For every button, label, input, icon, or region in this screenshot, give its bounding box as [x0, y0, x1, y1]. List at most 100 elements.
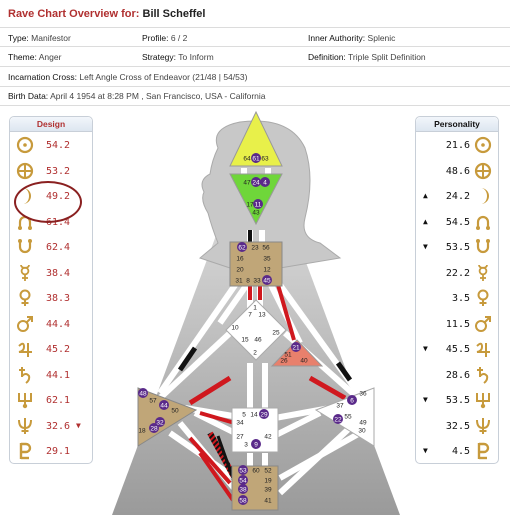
- svg-text:14: 14: [250, 412, 258, 419]
- gate-value: 21.6: [445, 140, 470, 151]
- svg-text:29: 29: [260, 412, 268, 419]
- svg-text:17: 17: [246, 202, 254, 209]
- gate-value: 38.4: [46, 267, 71, 279]
- up-arrow-icon: ▲: [423, 191, 428, 200]
- definition-field: Definition: Triple Split Definition: [308, 52, 426, 62]
- planet-row: 29.1: [10, 441, 92, 463]
- svg-text:25: 25: [272, 330, 280, 337]
- gate-24: 24: [251, 177, 261, 187]
- svg-text:42: 42: [264, 434, 272, 441]
- gate-value: 53.5: [445, 395, 470, 406]
- planet-row: 28.6: [416, 365, 498, 387]
- venus-icon: [16, 289, 34, 307]
- svg-text:11: 11: [255, 202, 262, 209]
- svg-text:32: 32: [156, 420, 164, 427]
- gate-19: 19: [264, 478, 272, 485]
- gate-39: 39: [264, 487, 272, 494]
- gate-21: 21: [291, 342, 301, 352]
- planet-row: 38.3: [10, 288, 92, 310]
- gate-35: 35: [263, 256, 271, 263]
- planet-row: 53.5▼: [416, 390, 498, 412]
- gate-54: 54: [238, 475, 248, 485]
- gate-37: 37: [336, 403, 344, 410]
- north-node-icon: [474, 213, 492, 231]
- neptune-icon: [474, 417, 492, 435]
- gate-44: 44: [159, 400, 169, 410]
- saturn-icon: [474, 366, 492, 384]
- svg-text:45: 45: [263, 278, 271, 285]
- gate-value: 24.2: [445, 191, 470, 202]
- gate-25: 25: [272, 330, 280, 337]
- gate-value: 29.1: [46, 446, 71, 457]
- planet-row: 48.6: [416, 161, 498, 183]
- gate-9: 9: [251, 439, 261, 449]
- planet-row: 4.5▼: [416, 441, 498, 463]
- gate-58: 58: [238, 495, 248, 505]
- planet-row: 53.2: [10, 161, 92, 183]
- sun-icon: [474, 136, 492, 154]
- gate-63: 63: [261, 156, 269, 163]
- svg-text:15: 15: [241, 337, 249, 344]
- svg-text:2: 2: [253, 350, 257, 357]
- svg-text:54: 54: [239, 478, 247, 485]
- svg-text:18: 18: [138, 428, 146, 435]
- svg-text:9: 9: [254, 442, 258, 449]
- planet-row: 45.2: [10, 339, 92, 361]
- planet-row: 21.6: [416, 135, 498, 157]
- gate-55: 55: [344, 414, 352, 421]
- svg-text:46: 46: [254, 337, 262, 344]
- svg-text:53: 53: [239, 468, 247, 475]
- gate-53: 53: [238, 465, 248, 475]
- svg-text:19: 19: [264, 478, 272, 485]
- gate-value: 28.6: [445, 369, 470, 381]
- gate-value: 3.5: [451, 293, 470, 304]
- gate-15: 15: [241, 337, 249, 344]
- svg-text:20: 20: [236, 267, 244, 274]
- mercury-icon: [16, 264, 34, 282]
- gate-value: 32.6: [46, 420, 71, 432]
- gate-value: 44.4: [46, 318, 71, 330]
- gate-18: 18: [138, 428, 146, 435]
- strategy-field: Strategy: To Inform: [142, 52, 214, 62]
- svg-text:48: 48: [139, 391, 147, 398]
- gate-value: 11.5: [445, 318, 470, 330]
- svg-text:23: 23: [251, 245, 259, 252]
- gate-value: 54.5: [445, 216, 470, 228]
- svg-text:47: 47: [243, 180, 251, 187]
- title-prefix: Rave Chart Overview for:: [8, 8, 140, 20]
- planet-row: 54.2: [10, 135, 92, 157]
- svg-text:28: 28: [150, 426, 158, 433]
- saturn-icon: [16, 366, 34, 384]
- earth-icon: [474, 162, 492, 180]
- gate-value: 22.2: [445, 267, 470, 279]
- svg-text:63: 63: [261, 156, 269, 163]
- svg-text:1: 1: [253, 305, 257, 312]
- gate-11: 11: [253, 199, 263, 209]
- svg-text:44: 44: [160, 403, 168, 410]
- uranus-icon: [16, 391, 34, 409]
- gate-13: 13: [258, 312, 266, 319]
- gate-6: 6: [347, 395, 357, 405]
- gate-value: 44.1: [46, 369, 71, 381]
- sun-icon: [16, 136, 34, 154]
- planet-row: 62.4: [10, 237, 92, 259]
- planet-row: 44.1: [10, 365, 92, 387]
- uranus-icon: [474, 391, 492, 409]
- heart-center: [270, 339, 324, 367]
- gate-29: 29: [259, 409, 269, 419]
- south-node-icon: [474, 238, 492, 256]
- personality-title: Personality: [416, 117, 498, 132]
- svg-text:34: 34: [236, 420, 244, 427]
- gate-42: 42: [264, 434, 272, 441]
- planet-row: 32.6▼: [10, 416, 92, 438]
- gate-48: 48: [138, 388, 148, 398]
- gate-value: 53.5: [445, 242, 470, 253]
- gate-52: 52: [264, 468, 272, 475]
- svg-text:13: 13: [258, 312, 266, 319]
- gate-28: 28: [149, 423, 159, 433]
- gate-value: 54.2: [46, 140, 71, 151]
- svg-text:24: 24: [252, 180, 260, 187]
- gate-30: 30: [358, 428, 366, 435]
